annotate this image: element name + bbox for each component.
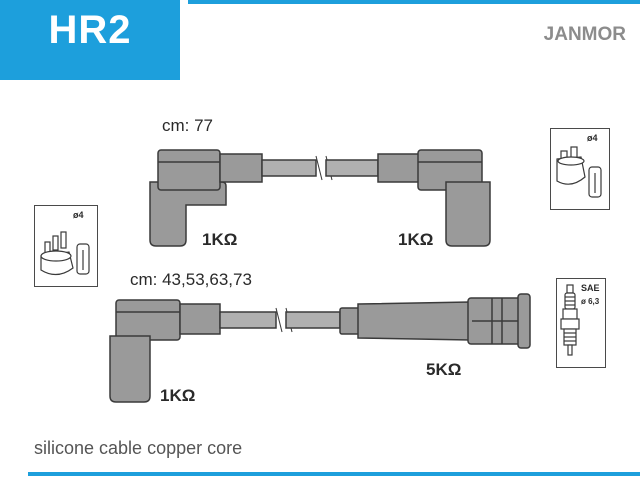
bottom-left-boot-neck — [179, 303, 221, 335]
bottom-left-boot-collar — [115, 299, 181, 341]
top-cable-left-segment — [261, 159, 317, 177]
bottom-cable-left-segment — [219, 311, 277, 329]
bottom-left-boot — [109, 335, 151, 403]
top-left-boot — [149, 181, 227, 247]
bottom-length-label: cm: 43,53,63,73 — [130, 270, 252, 289]
brand-name: JANMOR — [543, 24, 626, 45]
ignition-coil-icon-box: ø4 — [550, 128, 610, 210]
top-cable-right-segment — [325, 159, 379, 177]
footer-rule — [28, 472, 640, 476]
bottom-left-resistance: 1KΩ — [160, 386, 196, 405]
bottom-cable — [109, 293, 531, 403]
coil-size-label: ø4 — [587, 133, 598, 143]
bottom-cable-right-segment — [285, 311, 341, 329]
bottom-right-resistance: 5KΩ — [426, 360, 462, 379]
model-badge: HR2 — [0, 0, 180, 80]
spark-plug-icon — [560, 284, 580, 356]
top-right-boot — [445, 181, 491, 247]
top-right-resistance: 1KΩ — [398, 230, 434, 249]
top-left-boot-neck — [219, 153, 263, 183]
bottom-straight-boot-tip — [517, 293, 531, 349]
ignition-coil-icon — [556, 146, 602, 198]
distributor-cap-icon — [40, 231, 90, 276]
model-code: HR2 — [48, 8, 132, 52]
plug-standard-label: SAE — [581, 283, 600, 293]
bottom-straight-boot — [357, 301, 471, 341]
header-rule — [188, 0, 640, 4]
distributor-cap-icon-box: ø4 — [34, 205, 98, 287]
top-left-resistance: 1KΩ — [202, 230, 238, 249]
top-right-boot-neck — [377, 153, 421, 183]
top-left-boot-collar — [157, 149, 221, 191]
distributor-size-label: ø4 — [73, 210, 84, 220]
footer-description: silicone cable copper core — [34, 438, 243, 458]
top-length-label: cm: 77 — [162, 116, 214, 135]
spark-plug-icon-box: SAE ø 6,3 — [556, 278, 606, 368]
top-cable — [149, 149, 491, 247]
plug-size-label: ø 6,3 — [581, 297, 600, 306]
bottom-straight-boot-ring — [339, 307, 361, 335]
